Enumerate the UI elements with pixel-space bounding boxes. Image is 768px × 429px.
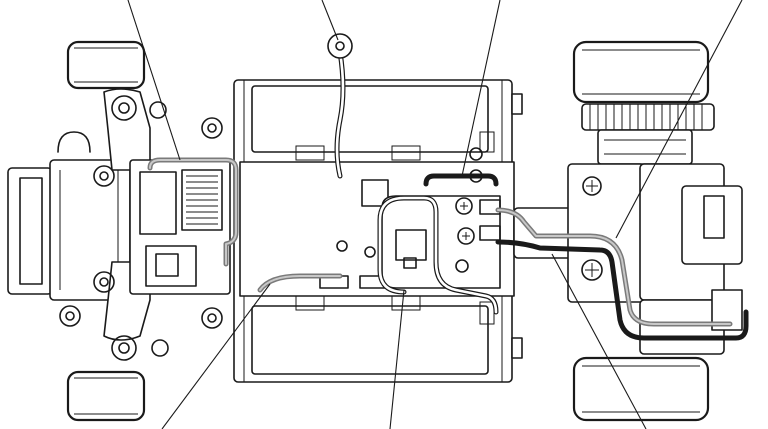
spur-gear [581,103,715,165]
motor-gearbox [129,117,231,329]
callout-leader-6 [389,289,405,429]
callout-leader-7 [551,253,647,429]
front-left-tire-top [66,40,146,90]
callout-leaders [127,0,743,429]
callout-leader-1 [127,0,181,161]
callout-leader-5 [161,283,271,429]
callout-leader-2 [321,0,339,41]
callout-leader-4 [615,0,743,239]
rear-right-tire-bottom [572,356,710,422]
front-left-tire-bottom [66,370,146,422]
wire-harness [147,33,749,341]
rear-right-tire-top [572,40,710,104]
callout-leader-3 [461,0,501,177]
front-suspension-arm-top [57,88,167,187]
